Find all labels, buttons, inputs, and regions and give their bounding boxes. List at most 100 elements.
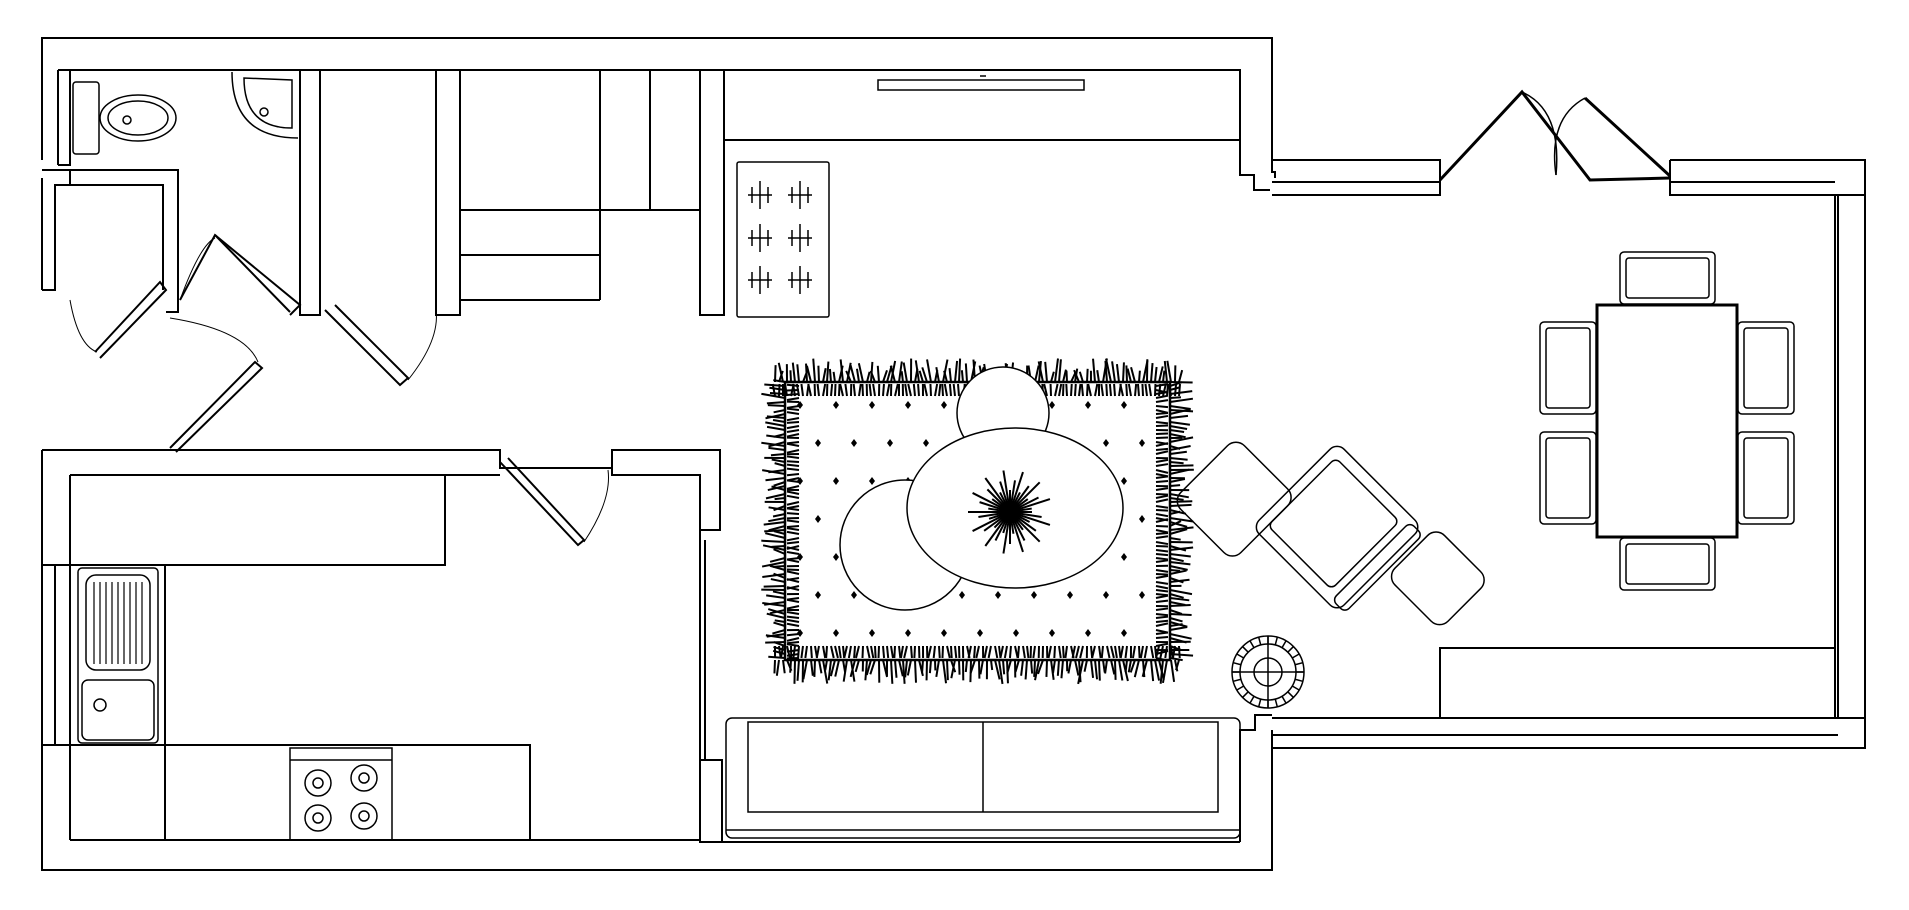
rug-fringe bbox=[1044, 384, 1047, 396]
rug-dot bbox=[923, 439, 929, 447]
rug-fringe bbox=[1151, 646, 1153, 658]
rug-fringe bbox=[1170, 501, 1192, 502]
rug-fringe bbox=[773, 514, 785, 517]
rug-fringe bbox=[1139, 646, 1140, 658]
rug-fringe bbox=[1126, 660, 1127, 672]
rug-fringe bbox=[1156, 558, 1168, 559]
rug-fringe bbox=[823, 384, 825, 396]
rug-fringe bbox=[859, 384, 861, 396]
rug-fringe bbox=[1055, 358, 1058, 382]
rug-fringe bbox=[1156, 437, 1168, 438]
rug-dot bbox=[1085, 629, 1091, 637]
rug-fringe bbox=[787, 461, 799, 462]
rug-fringe bbox=[1095, 384, 1097, 396]
rug-fringe bbox=[1156, 574, 1168, 575]
rug-fringe bbox=[870, 660, 875, 674]
rug-fringe bbox=[1131, 367, 1135, 382]
rug-fringe bbox=[854, 384, 855, 396]
rug-fringe bbox=[854, 646, 855, 658]
dining-chairs bbox=[1540, 252, 1794, 590]
centerpiece-ray bbox=[1010, 499, 1050, 512]
rug-fringe bbox=[1170, 416, 1188, 418]
rug-fringe bbox=[839, 384, 840, 396]
door-icon bbox=[325, 305, 436, 385]
rug-fringe bbox=[835, 646, 838, 658]
rug-fringe bbox=[1058, 660, 1059, 676]
centerpiece-ray bbox=[1010, 512, 1023, 552]
rug-fringe bbox=[1156, 614, 1168, 615]
rug-fringe bbox=[787, 418, 799, 420]
rug-fringe bbox=[1170, 409, 1191, 414]
rug-fringe bbox=[787, 513, 799, 514]
rug-fringe bbox=[774, 574, 785, 578]
rug-fringe bbox=[939, 384, 940, 396]
rug-fringe bbox=[857, 369, 859, 382]
rug-fringe bbox=[775, 463, 785, 466]
rug-fringe bbox=[1097, 370, 1099, 382]
lamp-ray bbox=[1288, 692, 1294, 698]
rug-fringe bbox=[768, 657, 785, 658]
chair-icon bbox=[1738, 432, 1794, 524]
rug-fringe bbox=[1156, 533, 1168, 534]
hob-burner bbox=[305, 805, 331, 831]
rug-fringe bbox=[1156, 658, 1168, 661]
lamp-ray bbox=[1292, 654, 1299, 658]
rug-dot bbox=[1049, 401, 1055, 409]
rug-fringe bbox=[787, 606, 799, 609]
rug-fringe bbox=[1170, 547, 1193, 550]
rug-fringe bbox=[771, 579, 785, 582]
rug-fringe bbox=[787, 480, 799, 482]
lamp-ray bbox=[1259, 637, 1261, 645]
rug-fringe bbox=[830, 369, 831, 382]
rug-fringe bbox=[787, 430, 799, 432]
rug-fringe bbox=[1170, 594, 1184, 598]
rug-fringe bbox=[1111, 646, 1114, 658]
rug-fringe bbox=[787, 528, 799, 530]
rug-fringe bbox=[805, 646, 807, 658]
rug-fringe bbox=[1170, 558, 1184, 561]
rug-fringe bbox=[1156, 646, 1159, 658]
rug-fringe bbox=[905, 660, 907, 677]
rug-fringe bbox=[894, 646, 895, 658]
rug-fringe bbox=[1023, 646, 1025, 658]
rug-fringe bbox=[831, 384, 832, 396]
rug-fringe bbox=[773, 623, 785, 626]
rug-fringe bbox=[774, 642, 785, 646]
rug-fringe bbox=[787, 465, 799, 466]
rug-fringe bbox=[1065, 646, 1067, 658]
rug-fringe bbox=[891, 660, 892, 684]
rug-fringe bbox=[922, 367, 927, 382]
lamp-ray bbox=[1259, 699, 1261, 707]
rug-fringe bbox=[958, 384, 959, 396]
rug-fringe bbox=[867, 646, 870, 658]
lamp-ray bbox=[1250, 641, 1254, 648]
rug-fringe bbox=[1038, 660, 1043, 674]
rug-fringe bbox=[787, 502, 799, 505]
rug-fringe bbox=[787, 496, 799, 498]
rug-fringe bbox=[1170, 479, 1185, 482]
rug-dot bbox=[869, 477, 875, 485]
lamp-ray bbox=[1295, 663, 1303, 665]
rug-fringe bbox=[773, 380, 785, 382]
rug-fringe bbox=[1126, 646, 1127, 658]
rug-fringe bbox=[1055, 384, 1058, 396]
hob-burner-center bbox=[313, 813, 323, 823]
rug-fringe bbox=[1033, 646, 1035, 658]
rug-fringe bbox=[1170, 522, 1187, 527]
rug-dot bbox=[1103, 439, 1109, 447]
rug-fringe bbox=[936, 367, 939, 382]
rug-fringe bbox=[1115, 646, 1117, 658]
rug-fringe bbox=[1156, 596, 1168, 598]
rug-fringe bbox=[962, 370, 963, 382]
rug-fringe bbox=[764, 586, 785, 587]
rug-fringe bbox=[773, 420, 785, 422]
rug-fringe bbox=[883, 384, 884, 396]
rug-fringe bbox=[762, 562, 785, 567]
rug-fringe bbox=[787, 620, 799, 622]
rug-fringe bbox=[1156, 601, 1168, 602]
rug-dot bbox=[815, 515, 821, 523]
rug-fringe bbox=[989, 646, 991, 658]
rug-fringe bbox=[1151, 363, 1153, 382]
rug-fringe bbox=[790, 370, 791, 382]
rug-dot bbox=[1031, 591, 1037, 599]
